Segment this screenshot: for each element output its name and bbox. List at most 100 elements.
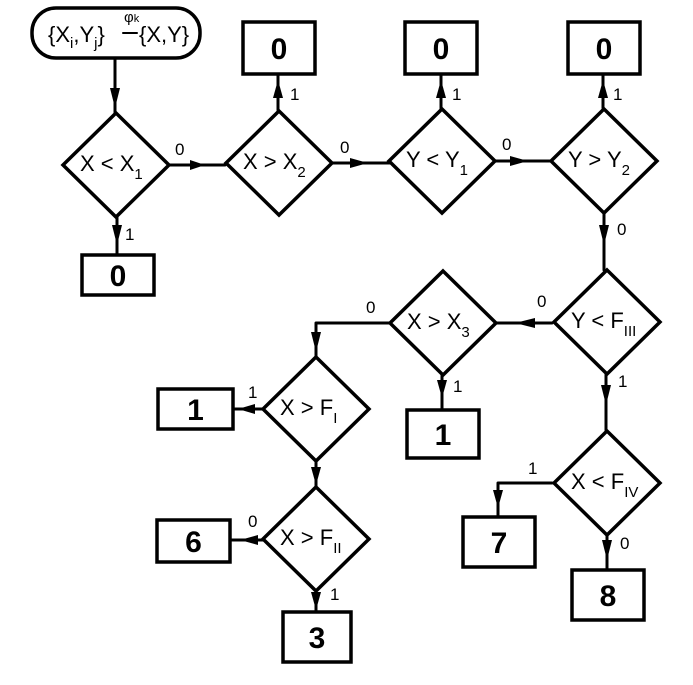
- edge-label-d4-d5: 0: [617, 220, 626, 239]
- edge-label-d9-o9: 1: [528, 459, 537, 478]
- output-value: 0: [433, 33, 450, 66]
- arrow-d6-o6: [437, 380, 447, 398]
- decision-diamond: [548, 106, 660, 216]
- arrow-d5-d9: [601, 385, 611, 405]
- decision-d3: Y < Y1: [386, 106, 498, 216]
- arrow-d8-o8: [311, 592, 321, 610]
- output-box-o7: 6: [155, 518, 232, 564]
- edge-label-d5-d9: 1: [618, 372, 627, 391]
- output-value: 1: [435, 419, 452, 452]
- arrow-d7-o5: [238, 404, 255, 414]
- decision-diamond: [551, 428, 663, 538]
- arrow-d4-o4: [598, 80, 608, 98]
- decision-diamond: [60, 110, 172, 220]
- decision-condition: Y < FIII: [571, 308, 636, 340]
- decision-condition: X > X3: [407, 309, 470, 341]
- edge-label-d5-d6: 0: [537, 292, 546, 311]
- edge-label-d2-o2: 1: [290, 85, 299, 104]
- output-box-o4: 0: [566, 20, 642, 76]
- decision-diamond: [260, 484, 372, 594]
- edge-label-d7-o5: 1: [248, 383, 257, 402]
- start-terminal: {Xi,Yj} φk {X,Y}: [30, 6, 202, 60]
- decision-diamond: [260, 354, 372, 464]
- decision-diamond: [387, 268, 499, 378]
- start-terminal-shape: [30, 6, 202, 60]
- mapping-label: φk: [124, 9, 140, 26]
- arrow-d4-d5: [599, 225, 609, 245]
- output-box-o5: 1: [156, 387, 235, 431]
- edge-labels: 1 0 1 0 1 0 1 0 0 1 0 1 1 0 1 1 0: [125, 85, 629, 604]
- edge-label-d8-o8: 1: [330, 585, 339, 604]
- output-box-shape: [403, 20, 479, 76]
- decision-d4: Y > Y2: [548, 106, 660, 216]
- output-box-shape: [566, 20, 642, 76]
- decision-d6: X > X3: [387, 268, 499, 378]
- output-box-shape: [80, 253, 156, 297]
- arrowheads: [110, 80, 612, 610]
- edge-label-d8-o7: 0: [248, 512, 257, 531]
- output-value: 0: [596, 33, 613, 66]
- decision-diamond: [551, 267, 663, 377]
- start-terminal-target: {X,Y}: [139, 22, 189, 47]
- decision-condition: X > X2: [243, 149, 306, 181]
- arrow-d1-d2: [190, 160, 205, 170]
- edge-d9-o9: [496, 481, 554, 519]
- decision-condition: Y < Y1: [406, 147, 468, 179]
- arrow-d5-d6: [515, 318, 535, 328]
- arrow-d2-o2: [273, 80, 283, 98]
- output-value: 3: [309, 622, 326, 655]
- output-box-shape: [241, 20, 317, 76]
- output-value: 6: [185, 526, 202, 559]
- decision-condition: Y > Y2: [568, 147, 630, 179]
- arrow-d9-o9: [493, 490, 503, 508]
- arrow-d8-o7: [240, 535, 258, 545]
- output-box-shape: [156, 387, 235, 431]
- output-box-o1: 0: [80, 253, 156, 297]
- decision-d9: X < FIV: [551, 428, 663, 538]
- edge-label-d3-d4: 0: [502, 135, 511, 154]
- arrow-d6-d7: [311, 332, 321, 352]
- decision-d8: X > FII: [260, 484, 372, 594]
- output-box-shape: [570, 568, 646, 622]
- decision-diamond: [223, 108, 335, 218]
- arrow-d9-o10: [602, 540, 612, 560]
- output-box-shape: [461, 515, 537, 569]
- decision-condition: X > FI: [280, 395, 337, 427]
- edge-label-d6-o6: 1: [453, 377, 462, 396]
- output-box-shape: [155, 518, 232, 564]
- edge-label-d2-d3: 0: [340, 138, 349, 157]
- edge-label-d1-d2: 0: [175, 140, 184, 159]
- decision-d1: X < X1: [60, 110, 172, 220]
- output-box-o2: 0: [241, 20, 317, 76]
- arrow-d1-o1: [112, 225, 122, 245]
- arrow-d7-d8: [311, 467, 321, 485]
- output-box-shape: [405, 408, 481, 460]
- decision-d5: Y < FIII: [551, 267, 663, 377]
- output-box-o6: 1: [405, 408, 481, 460]
- start-terminal-text: {Xi,Yj}: [48, 22, 105, 52]
- edge-label-d6-d7: 0: [366, 298, 375, 317]
- decision-d2: X > X2: [223, 108, 335, 218]
- edge-label-d9-o10: 0: [620, 534, 629, 553]
- output-box-o9: 7: [461, 515, 537, 569]
- decision-condition: X < FIV: [571, 469, 638, 501]
- decisions: X < X1 X > X2 Y < Y1 Y > Y2 Y < FIII X > X3 X …: [60, 106, 663, 594]
- output-value: 8: [600, 580, 617, 613]
- decision-condition: X > FII: [280, 525, 342, 557]
- arrow-d3-d4: [510, 156, 528, 166]
- edge-label-d1-o1: 1: [125, 225, 134, 244]
- decision-diamond: [386, 106, 498, 216]
- arrow-d2-d3: [350, 158, 368, 168]
- decision-condition: X < X1: [80, 151, 143, 183]
- output-box-o10: 8: [570, 568, 646, 622]
- arrow-start-d1: [110, 88, 120, 108]
- output-value: 0: [271, 33, 288, 66]
- output-value: 0: [110, 260, 127, 293]
- output-value: 1: [187, 394, 204, 427]
- arrow-d3-o3: [436, 80, 446, 98]
- decision-d7: X > FI: [260, 354, 372, 464]
- output-value: 7: [491, 527, 508, 560]
- edge-label-d4-o4: 1: [613, 85, 622, 104]
